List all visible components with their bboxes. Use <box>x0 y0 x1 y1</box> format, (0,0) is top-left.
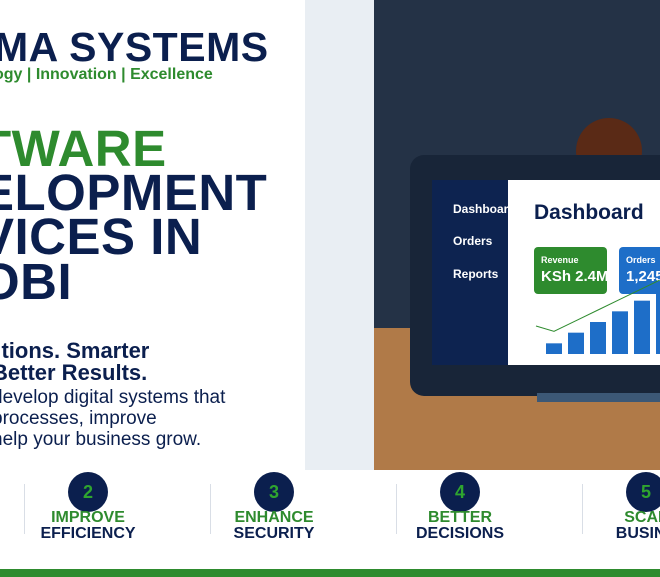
chart-trend-line <box>535 280 660 332</box>
feature-title-2: ENHANCE <box>234 509 314 526</box>
sidebar-item-dashboard[interactable]: Dashboard <box>453 202 516 216</box>
dashboard-bar-chart <box>535 280 660 354</box>
feature-scale-business: 5 SCAL BUSINE <box>582 472 660 544</box>
feature-divider <box>210 484 211 534</box>
feature-number-3: 3 <box>254 472 294 512</box>
description-line-1: develop digital systems that <box>0 387 226 408</box>
feature-improve-efficiency: 2 IMPROVE EFFICIENCY <box>24 472 210 544</box>
feature-divider <box>24 484 25 534</box>
orders-label: Orders <box>626 255 656 265</box>
feature-divider <box>396 484 397 534</box>
headline-line-2: ELOPMENT <box>0 164 268 221</box>
hero-description: develop digital systems that processes, … <box>0 387 292 450</box>
headline-line-4: OBI <box>0 253 73 310</box>
feature-subtitle-1: EFFICIENCY <box>40 525 136 542</box>
chart-bar <box>634 300 650 354</box>
chart-bar <box>546 343 562 354</box>
chart-bar <box>590 322 606 354</box>
brand-name: MA SYSTEMS <box>0 24 269 70</box>
feature-divider <box>582 484 583 534</box>
sidebar-item-orders[interactable]: Orders <box>453 234 493 248</box>
feature-number-5: 5 <box>626 472 660 512</box>
feature-subtitle-2: SECURITY <box>233 525 315 542</box>
chart-bar <box>656 290 660 354</box>
revenue-card: Revenue KSh 2.4M <box>534 247 607 294</box>
dashboard-sidebar <box>432 180 508 365</box>
feature-title-3: BETTER <box>428 509 492 526</box>
subheadline-line-1: utions. Smarter <box>0 338 150 363</box>
feature-title-1: IMPROVE <box>51 509 125 526</box>
laptop-edge <box>537 393 660 402</box>
revenue-label: Revenue <box>541 255 579 265</box>
description-line-3: help your business grow. <box>0 429 202 450</box>
revenue-value: KSh 2.4M <box>541 268 607 285</box>
orders-value: 1,245 <box>626 268 660 285</box>
dashboard-title: Dashboard <box>534 201 644 224</box>
feature-better-decisions: 4 BETTER DECISIONS <box>396 472 582 544</box>
headline-line-1: TWARE <box>0 120 167 177</box>
background-strip <box>305 0 374 470</box>
feature-number-4: 4 <box>440 472 480 512</box>
feature-subtitle-3: DECISIONS <box>415 525 504 542</box>
subheadline-line-2: Better Results. <box>0 360 148 385</box>
description-line-2: processes, improve <box>0 408 157 429</box>
brand-tagline: ogy | Innovation | Excellence <box>0 66 213 83</box>
feature-number-2: 2 <box>68 472 108 512</box>
chart-bar <box>568 332 584 354</box>
feature-subtitle-4: BUSINE <box>615 525 660 542</box>
feature-title-4: SCAL <box>624 509 660 526</box>
chart-bar <box>612 311 628 354</box>
feature-enhance-security: 3 ENHANCE SECURITY <box>210 472 396 544</box>
sidebar-item-reports[interactable]: Reports <box>453 267 499 281</box>
headline-line-3: VICES IN <box>0 208 203 265</box>
orders-card: Orders 1,245 <box>619 247 660 294</box>
bottom-accent-bar <box>0 569 660 577</box>
